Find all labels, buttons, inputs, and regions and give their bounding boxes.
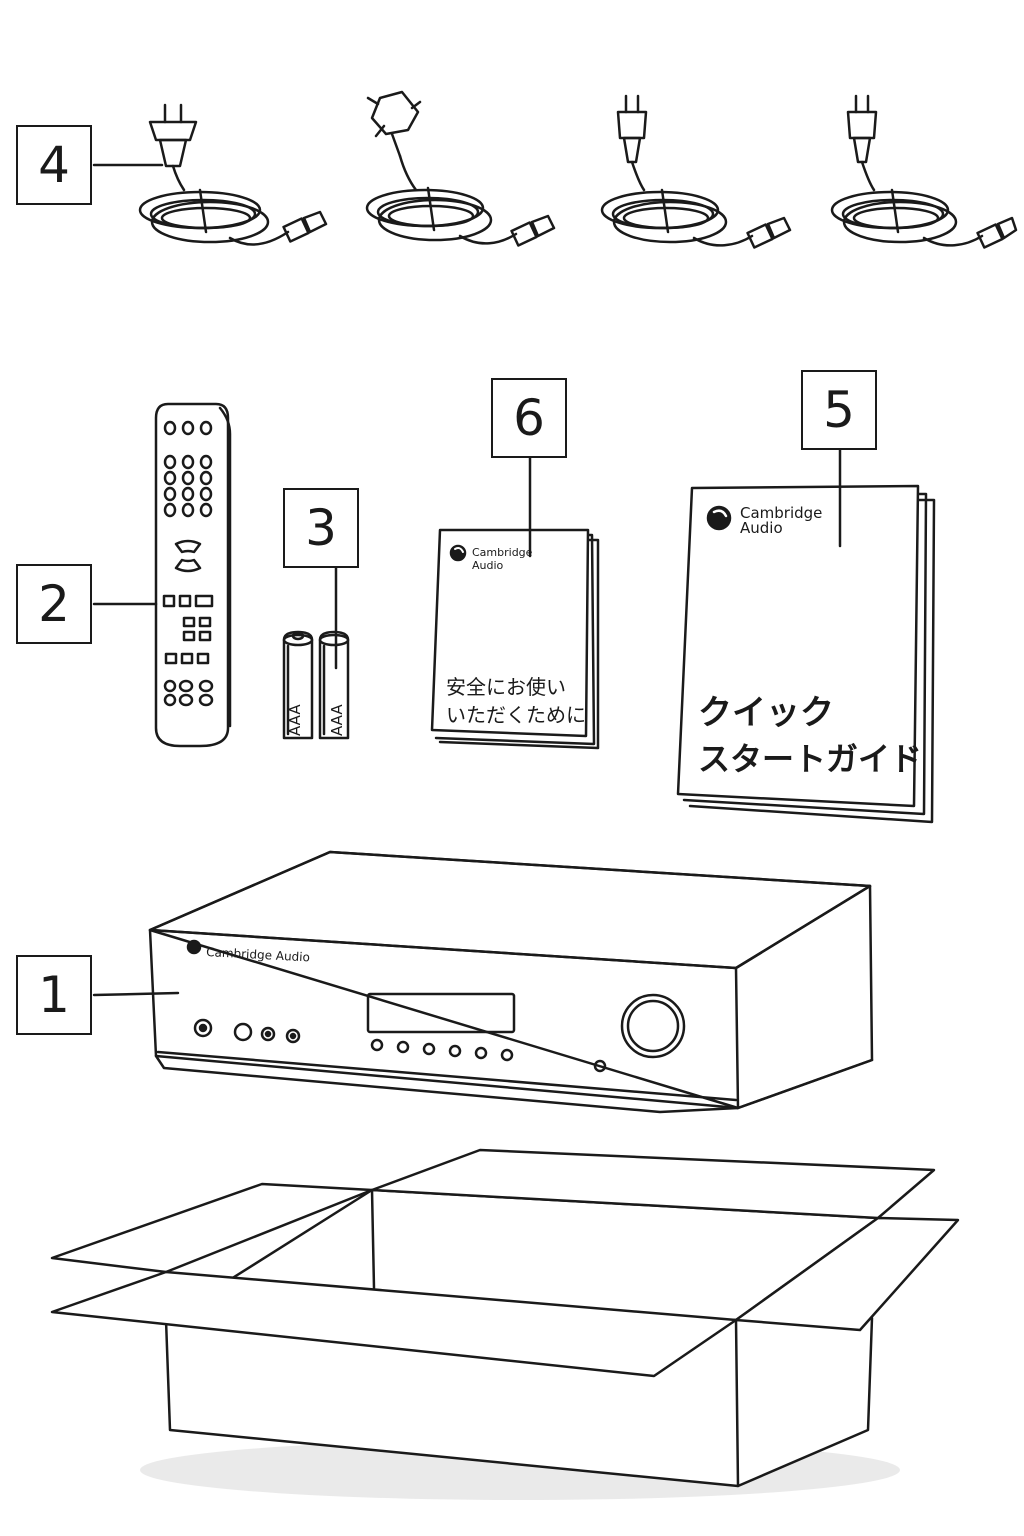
power-cord-us-2 bbox=[830, 94, 1018, 249]
power-cord-uk bbox=[365, 90, 556, 247]
callout-5: 5 bbox=[801, 370, 877, 450]
guide-brand-line1: Cambridge bbox=[740, 504, 822, 522]
leader-line-1 bbox=[92, 991, 180, 997]
callout-6: 6 bbox=[491, 378, 567, 458]
callout-4: 4 bbox=[16, 125, 92, 205]
battery-label-left: AAA bbox=[286, 704, 304, 736]
callout-3: 3 bbox=[283, 488, 359, 568]
guide-brand-line2: Audio bbox=[740, 519, 783, 537]
safety-booklet bbox=[430, 528, 600, 750]
battery-label-right: AAA bbox=[328, 704, 346, 736]
power-cord-eu bbox=[138, 103, 328, 246]
remote-control bbox=[154, 402, 232, 748]
callout-2: 2 bbox=[16, 564, 92, 644]
power-cord-us-1 bbox=[600, 94, 792, 249]
safety-title-line1: 安全にお使い bbox=[446, 675, 566, 699]
callout-1: 1 bbox=[16, 955, 92, 1035]
amplifier bbox=[148, 850, 874, 1114]
safety-brand-line1: Cambridge bbox=[472, 546, 533, 559]
safety-title-line2: いただくために bbox=[446, 703, 586, 727]
guide-title-line1: クイック bbox=[698, 693, 834, 733]
quick-start-guide bbox=[676, 484, 936, 824]
guide-title-line2: スタートガイド bbox=[698, 740, 922, 778]
safety-brand-line2: Audio bbox=[472, 559, 504, 572]
open-box bbox=[50, 1148, 960, 1500]
amplifier-brand: Cambridge Audio bbox=[206, 945, 310, 964]
